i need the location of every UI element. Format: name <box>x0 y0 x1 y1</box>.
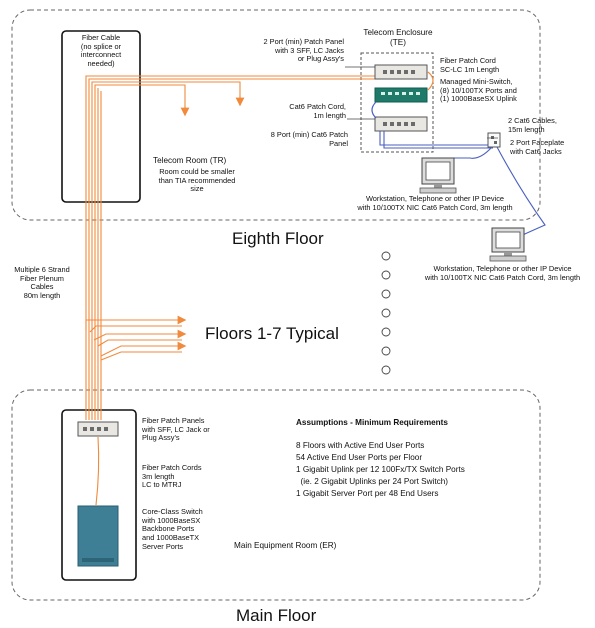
main-fiber-cords-label: Fiber Patch Cords 3m length LC to MTRJ <box>142 463 202 490</box>
patch-panel-ports <box>383 70 415 74</box>
leader-lines <box>345 66 498 139</box>
ws2-patch-cable <box>496 146 546 241</box>
workstation-1-icon <box>419 157 457 194</box>
main-fiber-patch-cords <box>95 436 100 506</box>
fiber-riser-bundle <box>85 75 375 420</box>
assumption-item: 1 Gigabit Server Port per 48 End Users <box>296 489 439 498</box>
floor-ellipsis-dots <box>381 251 391 375</box>
cat6-horizontal-cables <box>379 131 493 149</box>
core-switch <box>77 505 119 567</box>
faceplate-label: 2 Port Faceplate with Cat6 Jacks <box>510 138 565 156</box>
main-fiber-panel-ports <box>83 427 108 431</box>
core-switch-label: Core-Class Switch with 1000BaseSX Backbo… <box>142 507 203 551</box>
core-switch-bezel <box>82 558 114 562</box>
mini-switch-ports <box>381 92 420 95</box>
cat6-patch-cord-line <box>371 101 377 119</box>
assumption-item: (ie. 2 Gigabit Uplinks per 24 Port Switc… <box>296 477 448 486</box>
mini-switch <box>374 87 428 103</box>
cat6-panel-label: 8 Port (min) Cat6 Patch Panel <box>270 130 348 148</box>
floors-typical-label: Floors 1-7 Typical <box>205 324 339 343</box>
equipment-room-box <box>61 409 137 581</box>
mini-switch-label: Managed Mini-Switch, (8) 10/100TX Ports … <box>440 77 517 104</box>
equipment-room-label: Main Equipment Room (ER) <box>234 541 337 550</box>
eighth-floor-title: Eighth Floor <box>232 229 324 248</box>
riser-strand-label: Multiple 6 Strand Fiber Plenum Cables 80… <box>14 265 70 301</box>
cat6-cables-label: 2 Cat6 Cables, 15m length <box>508 116 557 134</box>
fiber-cable-label: Fiber Cable (no splice or interconnect n… <box>80 33 122 69</box>
cat6-panel-ports <box>383 122 415 126</box>
telecom-enclosure-box <box>360 52 434 153</box>
telecom-room-label: Telecom Room (TR) <box>153 156 227 165</box>
telecom-enclosure-label: Telecom Enclosure (TE) <box>363 28 433 47</box>
assumption-item: 54 Active End User Ports per Floor <box>296 453 423 462</box>
eighth-floor-boundary <box>11 9 541 221</box>
cat6-patch-cord-label: Cat6 Patch Cord, 1m length <box>289 102 346 120</box>
floor-branch-lines <box>85 315 187 361</box>
assumptions-title: Assumptions - Minimum Requirements <box>296 418 448 427</box>
faceplate <box>487 132 501 148</box>
telecom-room-note: Room could be smaller than TIA recommend… <box>158 167 236 194</box>
workstation-2-icon <box>489 227 527 262</box>
main-floor-title: Main Floor <box>236 606 317 625</box>
patch-panel-label: 2 Port (min) Patch Panel with 3 SFF, LC … <box>263 37 344 64</box>
workstation-1-label: Workstation, Telephone or other IP Devic… <box>357 194 513 212</box>
main-floor-boundary <box>11 389 541 601</box>
faceplate-jacks <box>491 136 497 144</box>
workstation-2-label: Workstation, Telephone or other IP Devic… <box>424 264 581 282</box>
assumption-item: 8 Floors with Active End User Ports <box>296 441 425 450</box>
fiber-patch-cord-line <box>427 71 434 91</box>
assumption-item: 1 Gigabit Uplink per 12 100Fx/TX Switch … <box>296 465 465 474</box>
main-fiber-panels-label: Fiber Patch Panels with SFF, LC Jack or … <box>142 416 210 443</box>
fiber-patch-cord-label: Fiber Patch Cord SC-LC 1m Length <box>440 56 500 74</box>
ws1-patch-cable <box>452 146 493 159</box>
